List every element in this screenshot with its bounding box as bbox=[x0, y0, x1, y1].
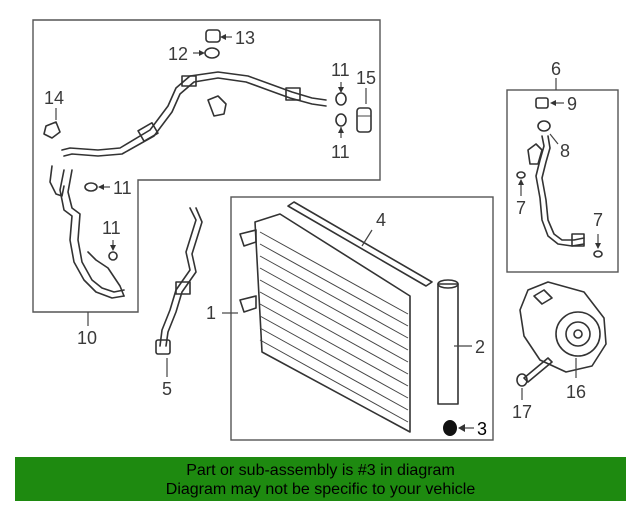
callout-12: 12 bbox=[168, 44, 188, 64]
callout-6: 6 bbox=[551, 59, 561, 79]
callout-2: 2 bbox=[475, 337, 485, 357]
plug-part-3 bbox=[443, 420, 474, 436]
callout-11-lower: 11 bbox=[331, 142, 350, 162]
callout-17: 17 bbox=[512, 402, 532, 422]
pipe-part-5 bbox=[155, 207, 203, 377]
callout-5: 5 bbox=[162, 379, 172, 399]
callout-3: 3 bbox=[477, 419, 487, 439]
callout-14: 14 bbox=[44, 88, 64, 108]
pressure-switch-part-15 bbox=[356, 88, 372, 133]
callout-7-right: 7 bbox=[593, 210, 603, 230]
o-ring-part-11 bbox=[84, 82, 347, 261]
callout-11-top: 11 bbox=[331, 60, 350, 80]
callout-15: 15 bbox=[356, 68, 376, 88]
group-box-10 bbox=[32, 19, 381, 313]
callout-13: 13 bbox=[235, 28, 255, 48]
callout-9: 9 bbox=[567, 94, 577, 114]
banner-line-1: Part or sub-assembly is #3 in diagram bbox=[186, 462, 455, 479]
callout-7-left: 7 bbox=[516, 198, 526, 218]
hose-clip bbox=[207, 95, 227, 117]
group-box-1 bbox=[230, 196, 494, 441]
o-ring-part-7 bbox=[516, 171, 603, 258]
bolt-part-17 bbox=[516, 357, 553, 400]
callout-16: 16 bbox=[566, 382, 586, 402]
compressor-part-16 bbox=[519, 281, 607, 378]
compressor-hose bbox=[527, 135, 585, 247]
valve-part-8 bbox=[537, 120, 559, 145]
callout-11-hose: 11 bbox=[102, 218, 121, 238]
banner-line-2: Diagram may not be specific to your vehi… bbox=[165, 481, 476, 498]
connector-part-14 bbox=[43, 108, 61, 139]
group-box-6 bbox=[506, 89, 619, 273]
callout-1: 1 bbox=[206, 303, 216, 323]
cap-part-9 bbox=[535, 97, 564, 109]
valve-part-12 bbox=[193, 47, 220, 59]
receiver-drier-part-2 bbox=[437, 279, 472, 405]
callout-11-left: 11 bbox=[113, 178, 132, 198]
cap-part-13 bbox=[205, 29, 232, 43]
condenser-part-1 bbox=[222, 213, 411, 433]
callout-4: 4 bbox=[376, 210, 386, 230]
hose-assembly bbox=[49, 71, 327, 299]
callout-8: 8 bbox=[560, 141, 570, 161]
seal-strip-part-4 bbox=[287, 201, 433, 287]
diagram-notice-banner: Part or sub-assembly is #3 in diagram Di… bbox=[15, 457, 626, 501]
callout-10: 10 bbox=[77, 328, 97, 348]
